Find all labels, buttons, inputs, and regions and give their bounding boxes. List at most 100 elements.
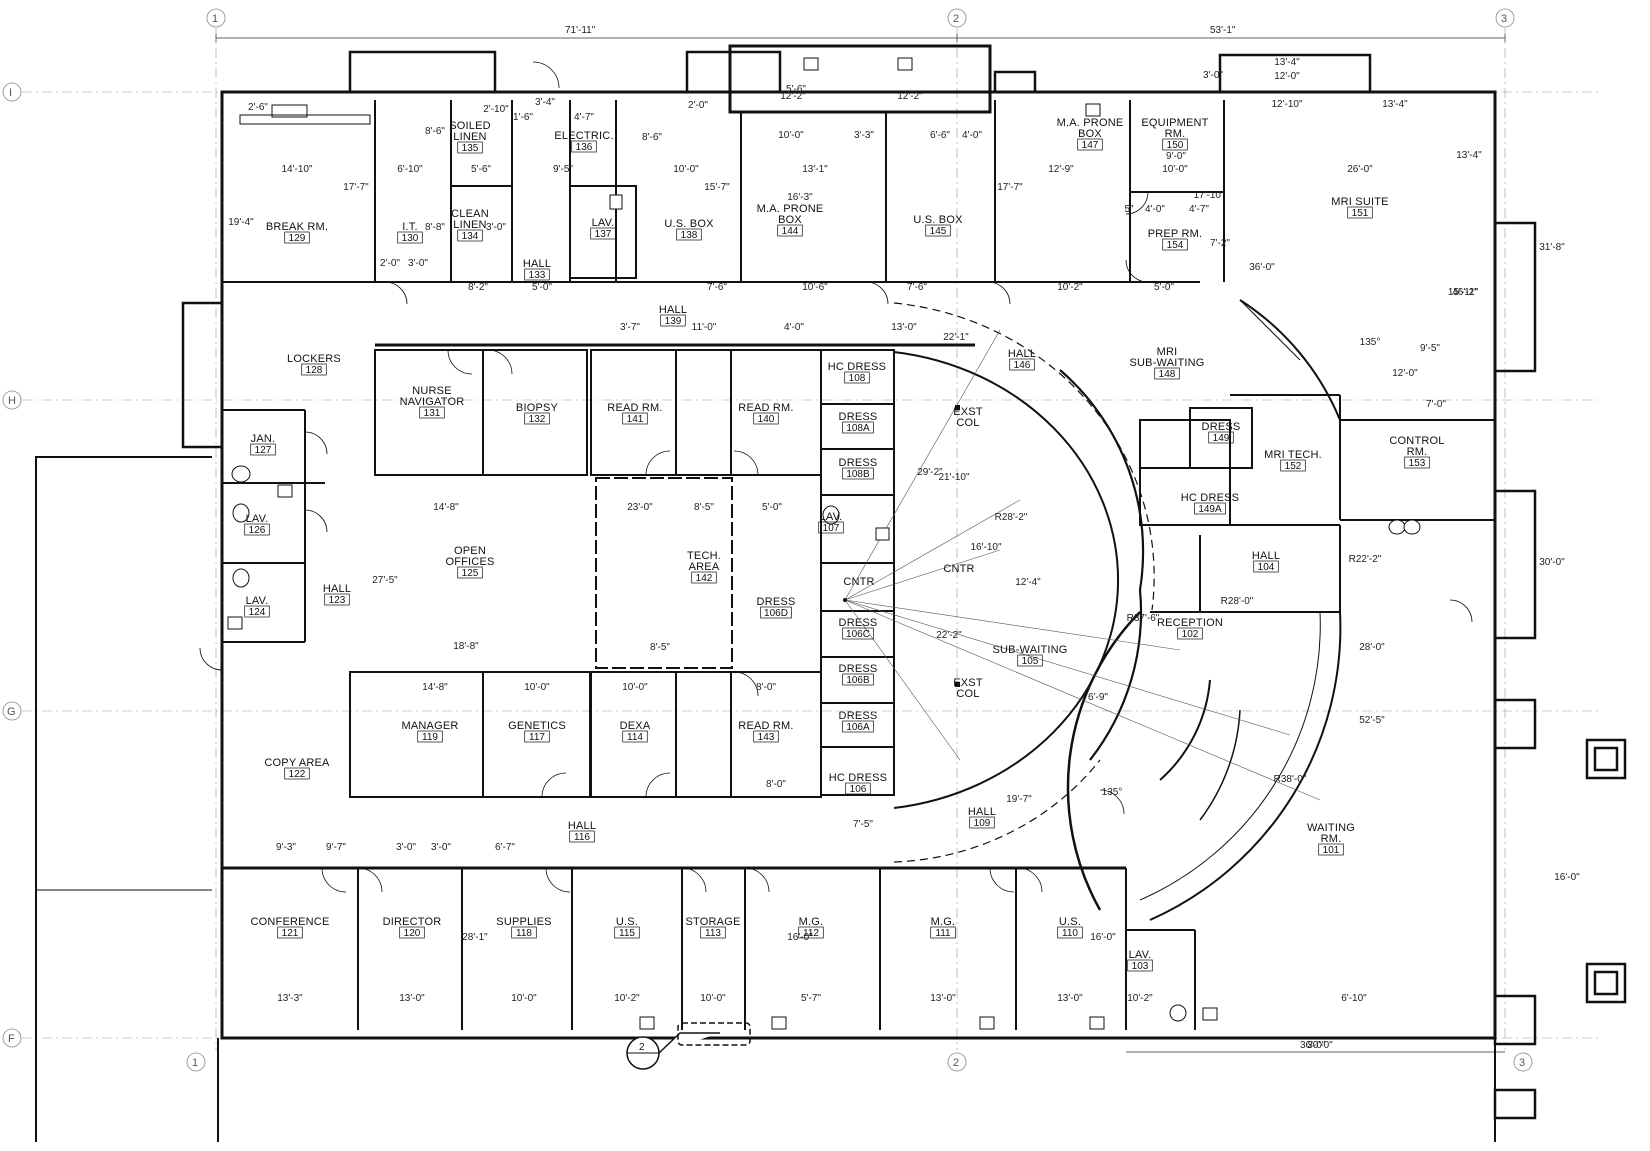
dimension-label: 5'-7" (801, 993, 821, 1004)
dimension-label: 46'-2" (1452, 287, 1478, 298)
room-number: 110 (1062, 928, 1078, 939)
room-number-box (842, 467, 874, 480)
room-number-box (614, 926, 640, 939)
dimension-label: 8'-8" (425, 222, 445, 233)
dimension-label: 5'-0" (762, 502, 782, 513)
grid-bubble-col-3-bottom (1513, 1052, 1533, 1072)
site-piers (1585, 738, 1627, 1004)
room-name: M.A. PRONE (757, 203, 824, 215)
room-name: TECH. (687, 550, 721, 562)
room-number-box (457, 566, 483, 579)
room-number: 116 (574, 832, 590, 843)
room-number: 129 (289, 233, 306, 244)
grid-label: H (8, 395, 16, 407)
room-number: 141 (627, 414, 644, 425)
dimension-label: 6'-9" (1088, 692, 1108, 703)
dimension-label: 6'-10" (397, 164, 423, 175)
room-number-box (571, 140, 597, 153)
room-number-box (524, 268, 550, 281)
plumbing-fixtures (227, 57, 1421, 1030)
room-number: 105 (1022, 656, 1039, 667)
dimension-label: 26'-0" (1347, 164, 1373, 175)
room-number: 111 (935, 928, 951, 939)
dimension-label: R28'-2" (995, 512, 1028, 523)
grid-bubble-row-f (2, 1028, 22, 1048)
dimension-label: 22'-1" (943, 332, 969, 343)
dimension-label: 16'-0" (1090, 932, 1116, 943)
dimension-label: 7'-5" (853, 819, 873, 830)
room-name: DRESS (839, 617, 878, 629)
room-number-box (417, 730, 443, 743)
room-name: HC DRESS (1181, 492, 1239, 504)
room-number-box (1194, 502, 1226, 515)
room-name: AREA (689, 561, 720, 573)
plan-label: COL (956, 688, 979, 700)
room-number-box (844, 371, 870, 384)
room-number-box (1162, 238, 1188, 251)
room-number-box (842, 720, 874, 733)
room-name: DRESS (839, 411, 878, 423)
dimension-label: 36'-0" (1249, 262, 1275, 273)
room-name: DRESS (839, 457, 878, 469)
dimension-label: 6'-6" (930, 130, 950, 141)
existing-columns (843, 405, 960, 687)
dimension-label: 16'-0" (787, 932, 813, 943)
overall-dimension: 36'-0" (1300, 1040, 1326, 1051)
room-name: COPY AREA (264, 757, 330, 769)
dimension-label: 6'-7" (495, 842, 515, 853)
room-number: 143 (758, 732, 775, 743)
dimension-label: 12'-2" (897, 91, 923, 102)
room-name: SUB-WAITING (992, 644, 1067, 656)
room-name: U.S. BOX (664, 218, 714, 230)
dimension-label: 13'-4" (1456, 150, 1482, 161)
dimension-label: 10'-0" (622, 682, 648, 693)
room-name: U.S. BOX (913, 214, 963, 226)
room-number: 125 (462, 568, 479, 579)
grid-bubble-row-h (2, 390, 22, 410)
room-name: BOX (778, 214, 802, 226)
room-number: 130 (402, 233, 419, 244)
dimension-labels: 12'-2"12'-2"13'-4"12'-0"12'-10"13'-4"3'-… (228, 57, 1580, 1051)
room-name: HALL (323, 583, 351, 595)
dimension-label: 10'-0" (700, 993, 726, 1004)
dimension-label: 13'-3" (277, 993, 303, 1004)
room-number: 106C (846, 629, 870, 640)
dimension-label: 135° (1102, 787, 1123, 798)
room-name: DRESS (757, 596, 796, 608)
room-number: 122 (289, 769, 306, 780)
dimension-label: 28'-0" (1359, 642, 1385, 653)
room-name: READ RM. (738, 720, 793, 732)
room-number: 123 (329, 595, 346, 606)
dimension-label: 7'-6" (907, 282, 927, 293)
room-number-box (925, 224, 951, 237)
room-number-box (250, 443, 276, 456)
dimension-label: 13'-4" (1382, 99, 1408, 110)
dimension-label: 17'-10" (1193, 190, 1224, 201)
plan-label: CNTR (843, 576, 874, 588)
dimension-label: 7'-0" (1426, 399, 1446, 410)
adjacent-structure (35, 456, 1496, 1142)
dimension-label: 9'-0" (1166, 151, 1186, 162)
dimension-label: 12'-4" (1015, 577, 1041, 588)
dimension-label: 3'-3" (854, 130, 874, 141)
dimension-label: 2'-6" (248, 102, 268, 113)
dimension-label: 27'-5" (372, 575, 398, 586)
room-name: LAV. (1129, 949, 1152, 961)
room-name: LINEN (453, 131, 486, 143)
room-name: DRESS (1202, 421, 1241, 433)
dimension-label: 8'-6" (425, 126, 445, 137)
room-number-box (1177, 627, 1203, 640)
room-name: HALL (568, 820, 596, 832)
dimension-label: 12'-0" (1274, 71, 1300, 82)
room-number: 139 (665, 316, 682, 327)
room-number-box (691, 571, 717, 584)
room-labels: BREAK RM.129I.T.130SOILEDLINEN135CLEANLI… (244, 117, 1444, 972)
room-number-box (277, 926, 303, 939)
room-number-box (399, 926, 425, 939)
dimension-label: 52'-5" (1359, 715, 1385, 726)
room-number: 137 (595, 229, 612, 240)
dimension-label: 4'-0" (1145, 204, 1165, 215)
room-number: 147 (1082, 140, 1099, 151)
